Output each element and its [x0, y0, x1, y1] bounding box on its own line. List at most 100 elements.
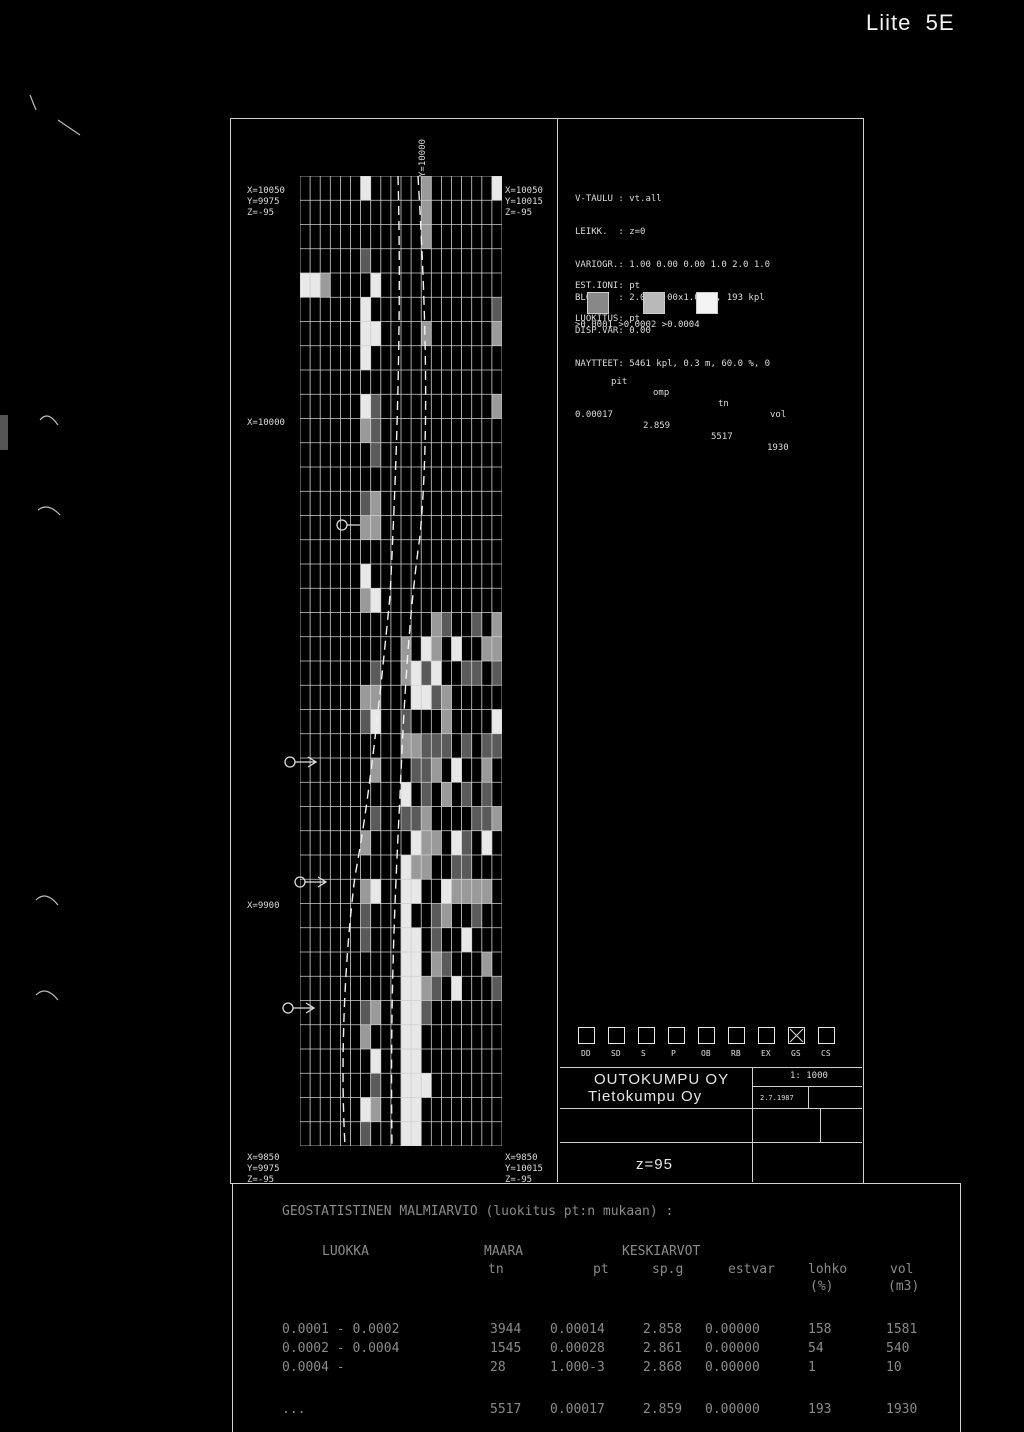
code-box-gs [788, 1027, 805, 1044]
ore-block [360, 515, 371, 540]
ore-block [451, 855, 462, 880]
ore-block [421, 685, 432, 710]
ore-block [370, 418, 381, 443]
ore-block [411, 830, 422, 855]
axis-label-x9900: X=9900 [247, 901, 280, 911]
code-label-sd: SD [611, 1049, 621, 1058]
ore-block [431, 830, 442, 855]
ore-block [421, 1073, 432, 1098]
ore-block [451, 976, 462, 1001]
ore-block [360, 418, 371, 443]
title-vline-1 [752, 1067, 753, 1182]
code-label-p: P [671, 1049, 676, 1058]
result-cell: 54 [808, 1341, 824, 1356]
result-cell: 0.00014 [550, 1322, 605, 1337]
ore-block [491, 297, 502, 322]
ore-block [421, 733, 432, 758]
ore-block [421, 758, 432, 783]
ore-block [471, 612, 482, 637]
title-line-3 [560, 1142, 862, 1143]
title-line-2 [560, 1108, 862, 1109]
total-cell: 2.859 [643, 1402, 683, 1417]
result-cell: 0.00028 [550, 1341, 605, 1356]
ore-block [411, 661, 422, 686]
ore-block [360, 564, 371, 589]
result-cell: 10 [886, 1360, 902, 1375]
ore-block [360, 491, 371, 516]
ore-block [401, 976, 412, 1001]
ore-block [401, 1121, 412, 1146]
ore-block [411, 1073, 422, 1098]
check-x-icon [789, 1028, 804, 1043]
result-cell: 0.0002 - 0.0004 [282, 1341, 400, 1356]
ore-block [411, 855, 422, 880]
ore-block [360, 345, 371, 370]
code-label-gs: GS [791, 1049, 801, 1058]
ore-block [471, 903, 482, 928]
ore-block [491, 661, 502, 686]
ore-block [401, 636, 412, 661]
total-cell: 193 [808, 1402, 832, 1417]
ore-block [401, 733, 412, 758]
ore-block [461, 927, 472, 952]
code-box-cs [818, 1027, 835, 1044]
ore-block [491, 733, 502, 758]
ore-block [411, 952, 422, 977]
ore-block [451, 636, 462, 661]
block-grid [300, 176, 502, 1146]
total-cell: 5517 [490, 1402, 522, 1417]
code-box-sd [608, 1027, 625, 1044]
ore-block [360, 879, 371, 904]
ore-block [431, 927, 442, 952]
ore-block [421, 976, 432, 1001]
summary-table: pit omp tn vol 0.00017 2.859 5517 1930 [575, 377, 789, 453]
ore-block [421, 636, 432, 661]
code-box-rb [728, 1027, 745, 1044]
ore-block [360, 1121, 371, 1146]
result-cell: 1.000-3 [550, 1360, 605, 1375]
ore-block [370, 685, 381, 710]
result-cell: 1 [808, 1360, 816, 1375]
ore-block [461, 661, 472, 686]
code-label-rb: RB [731, 1049, 741, 1058]
total-cell: 0.00000 [705, 1402, 760, 1417]
ore-block [441, 782, 452, 807]
result-cell: 0.0004 - [282, 1360, 345, 1375]
ore-block [411, 1097, 422, 1122]
ore-block [360, 1097, 371, 1122]
code-label-cs: CS [821, 1049, 831, 1058]
ore-block [411, 733, 422, 758]
ore-block [481, 758, 492, 783]
ore-block [401, 1097, 412, 1122]
ore-block [461, 733, 472, 758]
ore-block [411, 976, 422, 1001]
ore-block [491, 394, 502, 419]
ore-block [401, 1024, 412, 1049]
result-cell: 0.0001 - 0.0002 [282, 1322, 400, 1337]
legend-swatch-mid [643, 292, 665, 314]
ore-block [411, 806, 422, 831]
drillhole-markers [282, 519, 360, 1014]
bottom-frame [232, 1183, 961, 1432]
bottom-title: GEOSTATISTINEN MALMIARVIO (luokitus pt:n… [282, 1204, 674, 1219]
ore-block [481, 830, 492, 855]
ore-block [431, 685, 442, 710]
ore-block [441, 879, 452, 904]
bottom-headers: LUOKKA MAARA KESKIARVOT tn pt sp.g estva… [322, 1244, 920, 1294]
code-box-ex [758, 1027, 775, 1044]
level-label: z=95 [636, 1156, 673, 1173]
ore-block [491, 612, 502, 637]
axis-label-x10000: X=10000 [247, 418, 285, 428]
ore-block [370, 1049, 381, 1074]
result-cell: 2.861 [643, 1341, 683, 1356]
ore-block [421, 176, 432, 201]
total-cell: ... [282, 1402, 306, 1417]
ore-block [421, 830, 432, 855]
ore-block [401, 927, 412, 952]
code-label-ex: EX [761, 1049, 771, 1058]
estimation-block: EST.IONI: pt LUOKITUS: pt [575, 281, 641, 324]
ore-block [360, 248, 371, 273]
code-box-s [638, 1027, 655, 1044]
result-cell: 28 [490, 1360, 506, 1375]
ore-block [421, 782, 432, 807]
